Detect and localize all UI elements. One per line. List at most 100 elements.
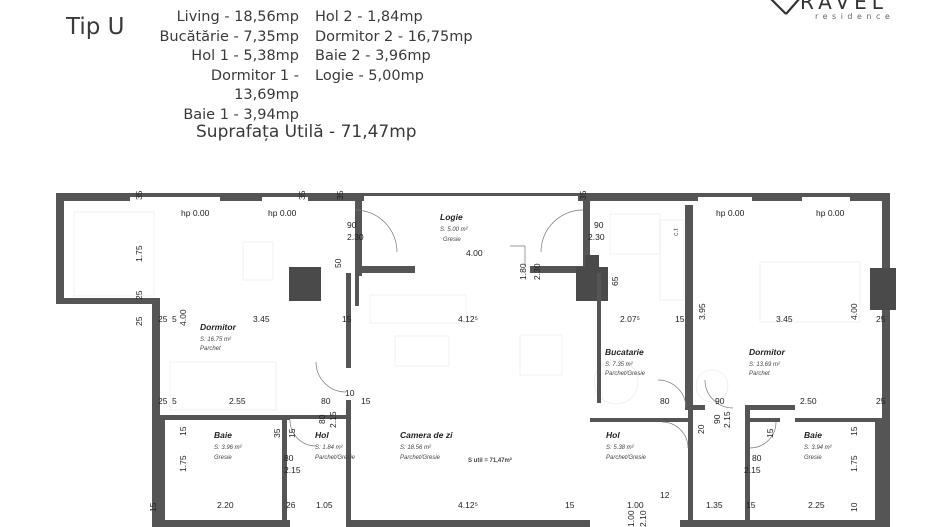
room-area-baie-right: S: 3.94 m² xyxy=(804,445,833,451)
room-area-camera-de-zi: S: 18.56 m² xyxy=(400,445,432,451)
dim-label: 35 xyxy=(272,428,282,438)
dim-label: 2.25 xyxy=(808,500,825,510)
room-area-dormitor-right: S: 13.69 m² xyxy=(749,362,781,368)
dim-label: 1.00 xyxy=(626,510,636,527)
dim-label: 2.15 xyxy=(722,411,732,428)
room-finish-dormitor-left: Parchet xyxy=(200,346,221,352)
dim-label: 80 xyxy=(317,414,327,424)
hp-markers: hp 0.00 hp 0.00 hp 0.00 hp 0.00 xyxy=(181,208,845,218)
dim-label: 20 xyxy=(696,424,706,434)
logo-wordmark: RAVEL xyxy=(800,0,888,14)
room-area-hol-left: S: 1.84 m² xyxy=(315,445,344,451)
room-list-item: Logie - 5,00mp xyxy=(315,67,424,84)
room-list-item: Dormitor 1 - 13,69mp xyxy=(210,67,299,104)
room-name-hol-left: Hol xyxy=(315,430,329,440)
room-name-dormitor-left: Dormitor xyxy=(200,322,237,332)
dim-label: 3.45 xyxy=(253,314,270,324)
dim-label: 1.00 xyxy=(627,500,644,510)
dim-label: 90 xyxy=(594,220,604,230)
room-area-baie-left: S: 3.96 m² xyxy=(214,445,243,451)
dim-label: 15 xyxy=(565,500,575,510)
dim-label: 80 xyxy=(752,453,762,463)
dim-label: 1.75 xyxy=(134,245,144,262)
dim-label: 65 xyxy=(610,276,620,286)
dim-label: 25 xyxy=(158,314,168,324)
dim-label: 80 xyxy=(284,453,294,463)
hp-marker: hp 0.00 xyxy=(268,208,297,218)
dim-label: 12 xyxy=(660,490,670,500)
room-area-logie: S: 5.00 m² xyxy=(440,227,469,233)
dim-label: 80 xyxy=(321,396,331,406)
room-labels: Logie S: 5.00 m² Gresie Dormitor S: 16.7… xyxy=(200,212,833,464)
room-name-baie-left: Baie xyxy=(214,430,232,440)
room-list-item: Hol 1 - 5,38mp xyxy=(191,48,299,64)
dim-label: 35 xyxy=(297,190,307,200)
dim-label: c.t xyxy=(673,229,680,236)
walls xyxy=(56,193,896,527)
ravel-logo-icon xyxy=(770,0,800,15)
room-list-item: Baie 1 - 3,94mp xyxy=(183,106,299,123)
dim-label: 2.10 xyxy=(638,510,648,527)
room-area-dormitor-left: S: 16.75 m² xyxy=(200,337,232,343)
room-name-camera-de-zi: Camera de zi xyxy=(400,430,453,440)
dim-label: 50 xyxy=(333,258,343,268)
room-finish-logie: Gresie xyxy=(443,237,461,243)
dim-label: 2.07⁵ xyxy=(620,314,640,324)
room-name-hol-right: Hol xyxy=(606,430,620,440)
total-usable-area: Suprafața Utilă - 71,47mp xyxy=(196,122,417,142)
dim-label: 4.12⁵ xyxy=(458,500,478,510)
total-usable-label: S util = 71,47m² xyxy=(468,457,512,464)
room-finish-dormitor-right: Parchet xyxy=(749,371,770,377)
room-list-item: Dormitor 2 - 16,75mp xyxy=(315,28,473,45)
dim-label: 1.75 xyxy=(849,455,859,472)
apartment-type-title: Tip U xyxy=(66,14,125,40)
dim-label: 90 xyxy=(347,220,357,230)
hp-marker: hp 0.00 xyxy=(716,208,745,218)
room-name-baie-right: Baie xyxy=(804,430,822,440)
room-finish-camera-de-zi: Parchet/Gresie xyxy=(400,455,441,461)
dim-label: 90 xyxy=(715,396,725,406)
room-list-item: Hol 2 - 1,84mp xyxy=(315,9,423,25)
dim-label: 2.15 xyxy=(328,411,338,428)
dim-label: 3.45 xyxy=(776,314,793,324)
room-finish-baie-right: Gresie xyxy=(804,455,822,461)
dim-label: 15 xyxy=(148,502,158,512)
room-name-logie: Logie xyxy=(440,212,463,222)
dim-label: 2.50 xyxy=(800,396,817,406)
dim-label: 26 xyxy=(286,500,296,510)
dim-label: 4.00 xyxy=(849,303,859,320)
hp-marker: hp 0.00 xyxy=(816,208,845,218)
dim-label: 35 xyxy=(134,190,144,200)
dim-label: 15 xyxy=(849,426,859,436)
room-list-right: Hol 2 - 1,84mp Dormitor 2 - 16,75mp Baie… xyxy=(315,8,485,86)
room-name-dormitor-right: Dormitor xyxy=(749,347,786,357)
dim-label: 1.35 xyxy=(706,500,723,510)
door-arcs xyxy=(289,209,777,449)
dim-label: 2.30 xyxy=(347,232,364,242)
room-list-item: Living - 18,56mp xyxy=(176,9,299,25)
hp-marker: hp 0.00 xyxy=(181,208,210,218)
dim-label: 15 xyxy=(675,314,685,324)
room-list-item: Baie 2 - 3,96mp xyxy=(315,48,431,64)
room-finish-bucatarie: Parchet/Gresie xyxy=(605,371,646,377)
room-list-item: Bucătărie - 7,35mp xyxy=(159,28,299,45)
dim-label: 15 xyxy=(746,500,756,510)
dimension-labels: 35 35 35 35 90 2.30 90 2.30 1.75 50 4.00… xyxy=(134,190,886,527)
dim-label: 25 xyxy=(158,396,168,406)
dim-label: 25 xyxy=(134,316,144,326)
dim-label: 4.00 xyxy=(466,248,483,258)
dim-label: 35 xyxy=(578,190,588,200)
dim-label: 15 xyxy=(361,396,371,406)
room-finish-hol-right: Parchet/Gresie xyxy=(606,455,647,461)
dim-label: 5 xyxy=(172,396,177,406)
dim-label: 15 xyxy=(287,428,297,438)
dim-label: 1.80 xyxy=(518,263,528,280)
room-area-hol-right: S: 5.38 m² xyxy=(606,445,635,451)
dim-label: 2.30 xyxy=(588,232,605,242)
dim-label: 2.15 xyxy=(744,465,761,475)
dim-label: 90 xyxy=(712,414,722,424)
dim-label: 4.00 xyxy=(178,309,188,326)
dim-label: 25 xyxy=(134,290,144,300)
dim-label: 5 xyxy=(172,314,177,324)
dim-label: 2.15 xyxy=(284,465,301,475)
